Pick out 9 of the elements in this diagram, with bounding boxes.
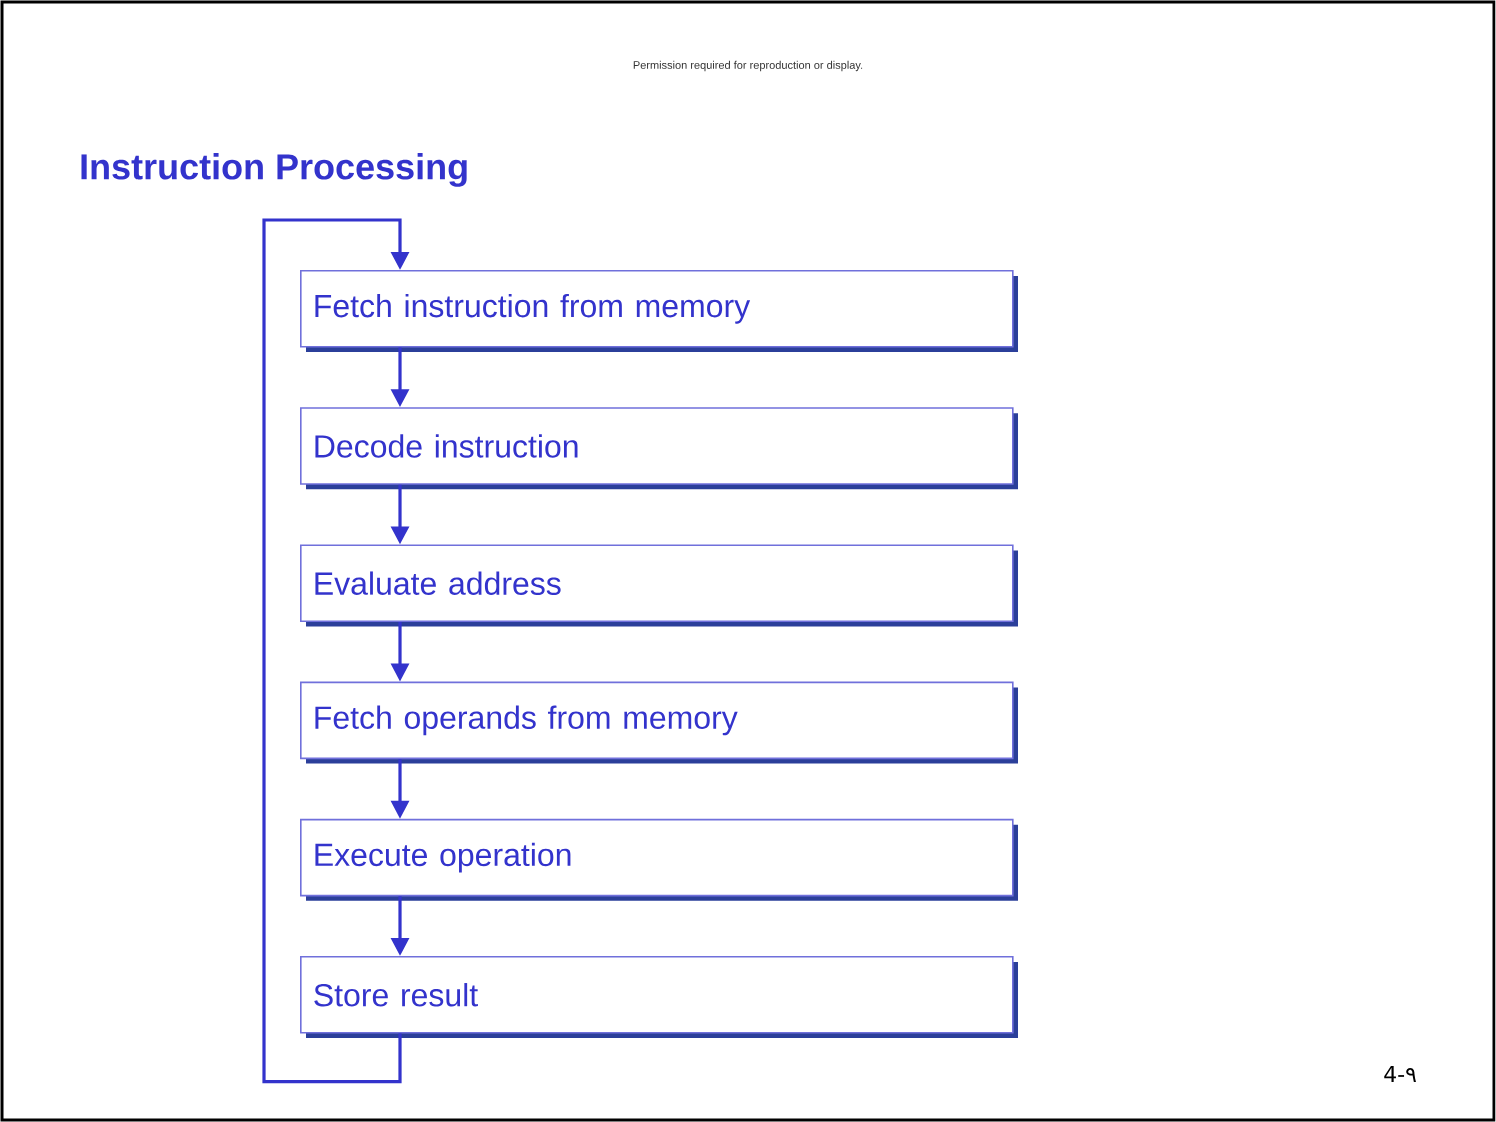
- arrow: [262, 218, 410, 1084]
- step-box: Fetch instruction from memory: [300, 270, 1018, 352]
- step-box: Fetch operands from memory: [300, 681, 1018, 764]
- step-box: Execute operation: [300, 818, 1018, 901]
- step-box: Evaluate address: [300, 544, 1018, 627]
- slide-title: Instruction Processing: [81, 153, 467, 187]
- step-box: Decode instruction: [300, 407, 1018, 490]
- step-box: Store result: [300, 956, 1018, 1038]
- page-number: 4-٩: [1384, 1065, 1416, 1082]
